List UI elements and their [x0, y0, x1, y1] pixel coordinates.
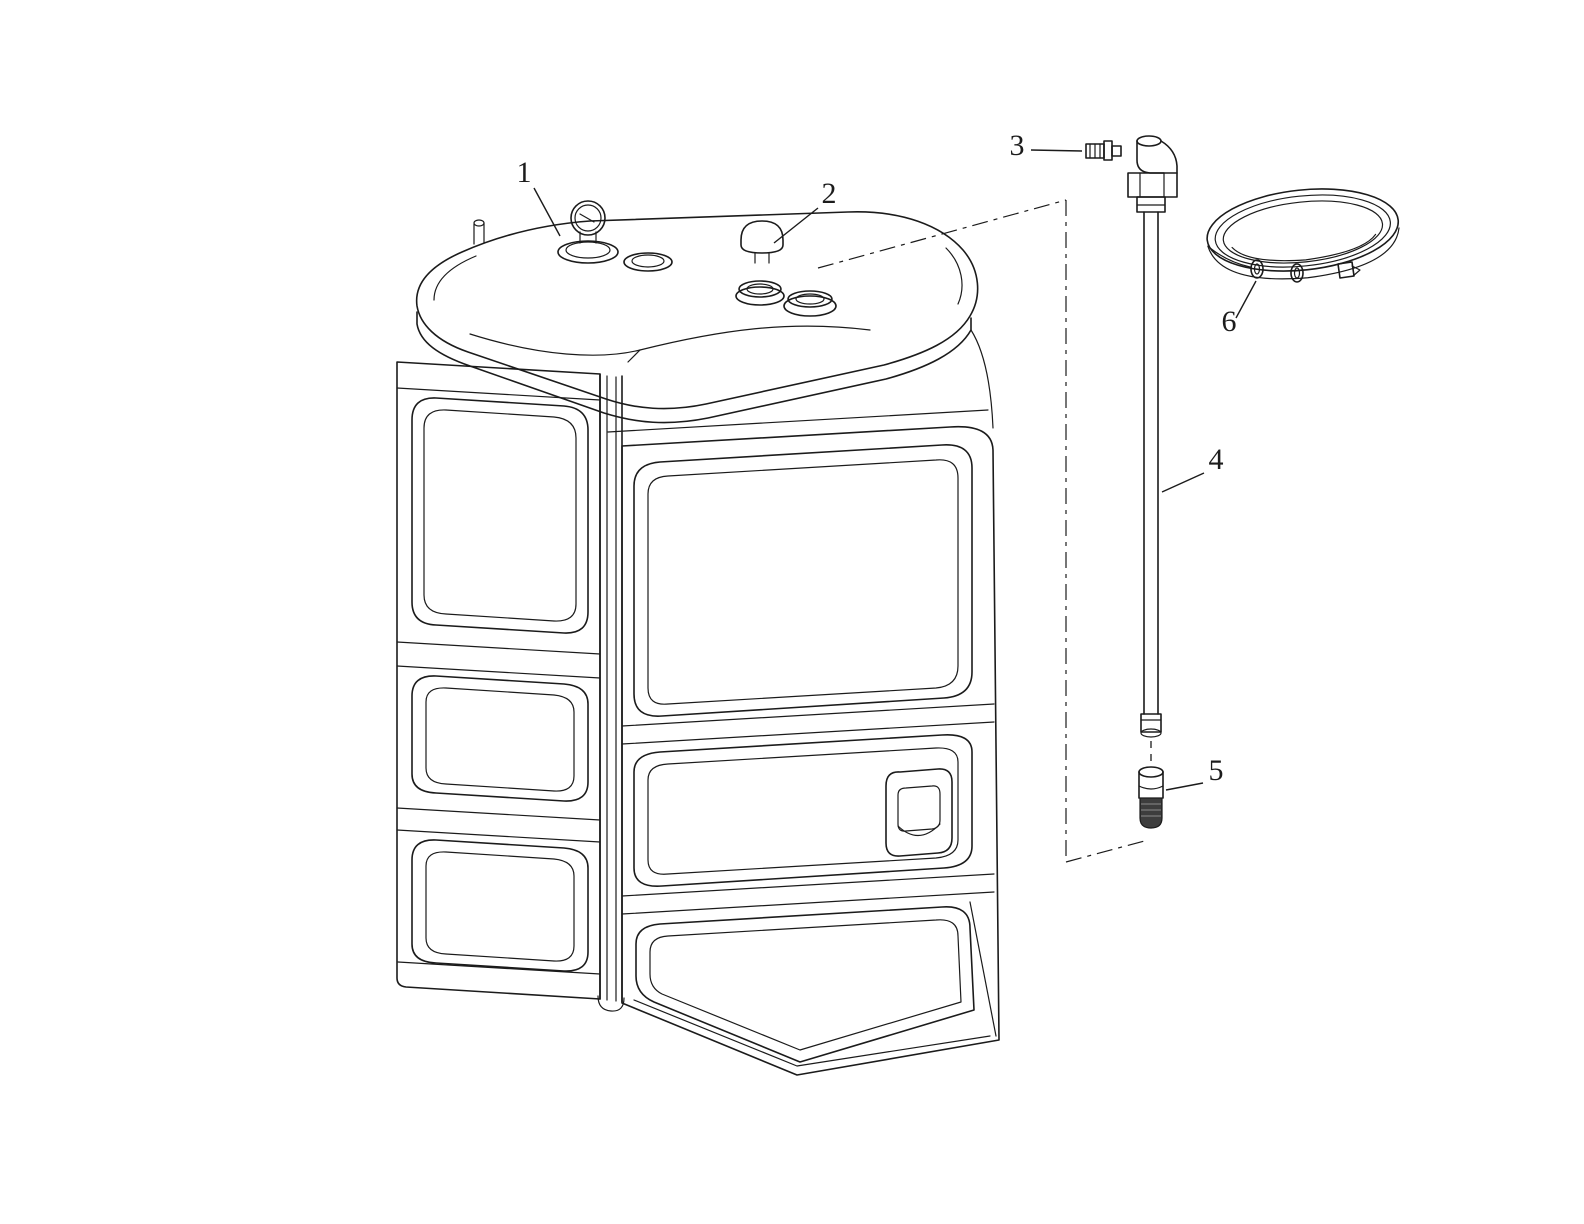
callout-3-number: 3 — [1010, 129, 1025, 162]
filter-foot-valve — [1138, 766, 1164, 829]
callout-1: 1 — [517, 156, 561, 237]
hose-end-fittings — [1209, 247, 1361, 283]
suction-tube-assembly — [1127, 135, 1178, 829]
callout-1-number: 1 — [517, 156, 532, 189]
callout-4-number: 4 — [1209, 443, 1224, 476]
level-gauge — [557, 200, 619, 264]
vent-cap — [740, 220, 784, 264]
callout-3: 3 — [1010, 129, 1083, 162]
callouts: 1 2 3 4 5 6 — [517, 129, 1257, 791]
tank — [396, 200, 1000, 1076]
tank-handle — [885, 768, 953, 857]
tank-lid — [415, 211, 994, 433]
callout-4: 4 — [1161, 443, 1224, 493]
callout-6: 6 — [1222, 280, 1257, 338]
hose-end-coupler — [1337, 261, 1361, 279]
tank-fitting — [1085, 140, 1122, 161]
projection-lines — [817, 199, 1149, 863]
tank-left-column — [396, 361, 601, 1000]
callout-2: 2 — [773, 177, 837, 244]
filler-cap-1 — [735, 280, 785, 306]
small-vent-stub — [473, 219, 485, 245]
tube-end-connector — [1140, 713, 1162, 738]
tank-right-column — [621, 425, 1000, 1076]
callout-5: 5 — [1165, 754, 1224, 791]
hose-coil — [1206, 188, 1400, 280]
suction-tube — [1143, 211, 1159, 715]
filler-cap-2 — [783, 290, 837, 317]
hose-clamp-2 — [1290, 263, 1304, 283]
gauge-side-cap — [623, 252, 673, 272]
callout-2-number: 2 — [822, 177, 837, 210]
hose-clamp-1 — [1250, 259, 1264, 279]
tube-elbow — [1127, 135, 1178, 213]
center-channel — [597, 373, 625, 1012]
callout-6-number: 6 — [1222, 305, 1237, 338]
callout-5-number: 5 — [1209, 754, 1224, 787]
